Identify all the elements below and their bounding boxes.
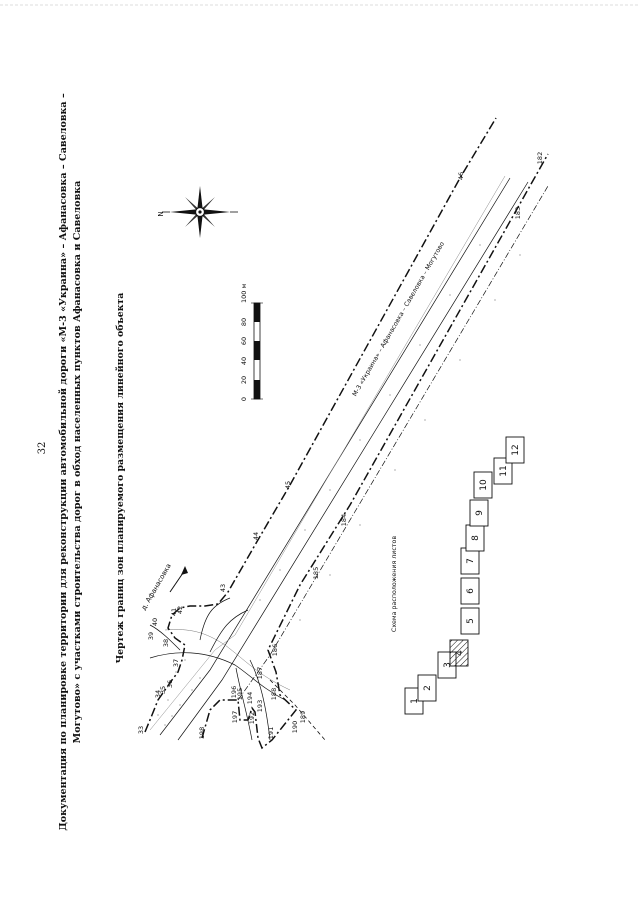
boundary-point-label: 183 — [514, 207, 522, 219]
sheet-number: 10 — [479, 479, 489, 491]
sheet-number: 4 — [455, 650, 465, 656]
boundary-point-label: 43 — [219, 584, 227, 592]
zone-boundary-outer — [269, 679, 326, 741]
road-corridor — [149, 175, 549, 741]
scale-bar — [251, 302, 263, 400]
direction-arrow — [169, 566, 188, 593]
zone-boundary-south — [201, 153, 549, 750]
boundary-point-label: 42 — [176, 606, 184, 614]
north-arrow-icon — [162, 186, 238, 238]
sheet-box — [460, 577, 480, 605]
boundary-point-label: 197 — [231, 711, 239, 723]
boundary-point-label: 196 — [230, 686, 238, 698]
scale-label: 100 м — [240, 284, 248, 303]
boundary-point-label: 190 — [291, 721, 299, 733]
sheet-box — [473, 471, 493, 499]
zone-boundary-north — [144, 117, 497, 733]
boundary-point-label: 192 — [248, 712, 256, 724]
boundary-point-label: 187 — [256, 667, 264, 679]
boundary-point-label: 40 — [151, 618, 159, 626]
sheet-box — [460, 607, 480, 635]
boundary-point-label: 195 — [236, 688, 244, 700]
sheet-box — [493, 457, 513, 485]
scale-label: 20 — [240, 376, 248, 384]
sheet-box — [417, 674, 437, 702]
boundary-point-label: 188 — [270, 688, 278, 700]
sheet-box — [505, 436, 525, 464]
scale-label: 60 — [240, 337, 248, 345]
scale-label: 40 — [240, 357, 248, 365]
sheet-number: 8 — [471, 535, 481, 541]
boundary-point-label: 185 — [312, 567, 320, 579]
page-number: 32 — [37, 442, 48, 455]
boundary-point-label: 38 — [162, 639, 170, 647]
boundary-point-label: 44 — [252, 532, 260, 540]
sheet-number: 7 — [466, 558, 476, 564]
sheet-number: 1 — [410, 698, 420, 704]
sheet-number: 5 — [466, 618, 476, 624]
boundary-point-label: 34 — [154, 690, 162, 698]
boundary-point-label: 39 — [147, 632, 155, 640]
sheet-number: 6 — [466, 588, 476, 594]
scale-label: 80 — [240, 318, 248, 326]
sheet-box — [469, 499, 489, 527]
boundary-point-label: 182 — [536, 152, 544, 164]
boundary-point-label: 198 — [198, 727, 206, 739]
boundary-point-label: 45 — [284, 481, 292, 489]
document-title-line1: Документация по планировке территории дл… — [58, 93, 69, 831]
document-title-line2: Могутово» с участками строительства доро… — [72, 181, 83, 744]
sheet-scheme-title: Схема расположения листов — [391, 536, 398, 632]
boundary-point-label: 189 — [299, 711, 307, 723]
sheet-number: 2 — [423, 685, 433, 691]
boundary-point-label: 46 — [457, 172, 465, 180]
north-label: N — [157, 211, 165, 216]
terrain-stipple — [157, 244, 521, 726]
road-name-label: М-3 «Украина» – Афанасовка – Савеловка –… — [351, 241, 446, 398]
boundary-point-label: 41 — [170, 608, 178, 616]
boundary-point-label: 36 — [166, 680, 174, 688]
boundary-point-label: 186 — [271, 644, 279, 656]
drawing-title: Чертеж границ зон планируемого размещени… — [115, 293, 126, 664]
boundary-point-label: 33 — [137, 726, 145, 734]
scale-label: 0 — [240, 397, 248, 401]
boundary-point-label: 35 — [159, 686, 167, 694]
boundary-point-label: 37 — [172, 659, 180, 667]
boundary-point-label: 184 — [340, 514, 348, 526]
boundary-point-label: 191 — [267, 727, 275, 739]
sheet-box — [449, 639, 469, 667]
sheet-number: 3 — [443, 662, 453, 668]
sheet-number: 11 — [499, 465, 509, 476]
boundary-point-label: 193 — [256, 700, 264, 712]
sheet-number: 12 — [511, 444, 521, 455]
sheet-number: 9 — [475, 510, 485, 516]
direction-label: д. Афанасовка — [140, 562, 173, 611]
boundary-point-label: 194 — [246, 692, 254, 704]
